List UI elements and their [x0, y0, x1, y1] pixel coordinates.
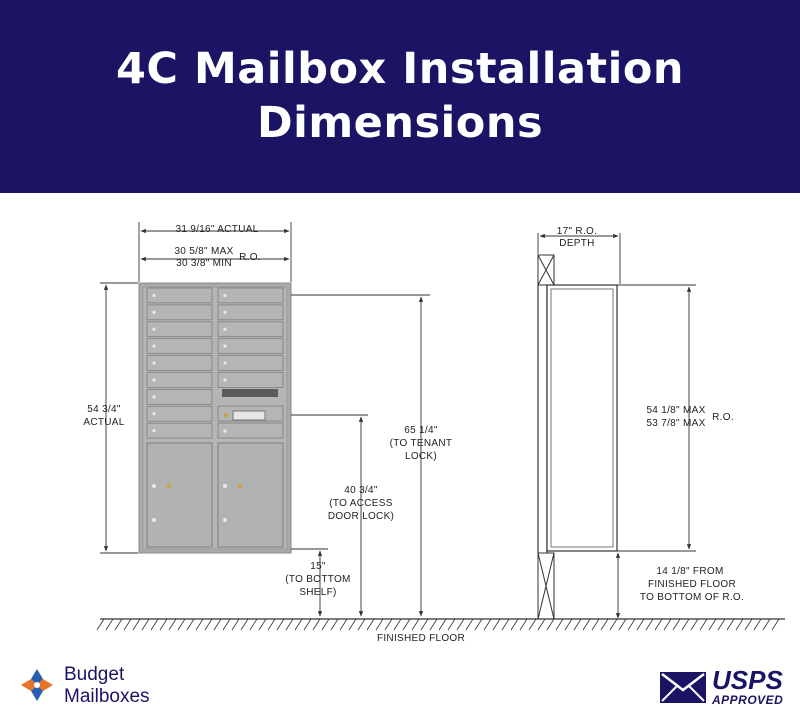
side-view-wall: [537, 254, 618, 620]
mailbox-unit: [138, 282, 292, 554]
usps-wordmark: USPS: [712, 665, 783, 695]
tenant-door: [217, 372, 284, 388]
depth-label-2: DEPTH: [559, 238, 594, 249]
access-door-label-3: DOOR LOCK): [328, 511, 394, 522]
title-line-1: 4C Mailbox Installation: [116, 44, 684, 94]
ro-width-max-label: 30 5/8" MAX: [174, 246, 233, 257]
title-line-2: Dimensions: [256, 98, 544, 148]
logo-text-line-1: Budget: [64, 664, 125, 685]
parcel-locker-right: [217, 442, 284, 548]
bottom-shelf-label-3: SHELF): [299, 587, 336, 598]
finished-floor-label: FINISHED FLOOR: [377, 633, 465, 644]
bottom-shelf-label-2: (TO BOTTOM: [285, 574, 350, 585]
tenant-door: [146, 287, 213, 304]
usps-envelope-icon: [660, 672, 706, 703]
ro-width-min-label: 30 3/8" MIN: [176, 258, 232, 269]
tenant-lock-label: 65 1/4": [404, 425, 438, 436]
floor-to-ro-label: 14 1/8" FROM: [656, 566, 723, 577]
ro-height-max-label: 54 1/8" MAX: [646, 405, 705, 416]
parcel-locker-left: [146, 442, 213, 548]
depth-label: 17" R.O.: [557, 226, 597, 237]
tenant-door: [217, 304, 284, 321]
tenant-door: [217, 287, 284, 304]
tenant-lock-label-3: LOCK): [405, 451, 437, 462]
access-door-lock-plate: [232, 410, 266, 421]
installation-drawing: 31 9/16" ACTUAL 30 5/8" MAX 30 3/8" MIN …: [21, 222, 785, 703]
mailbox-side-body: [546, 284, 618, 552]
ro-width-label: R.O.: [239, 252, 261, 263]
finished-floor: [96, 618, 785, 631]
tenant-door: [146, 422, 213, 439]
title-banner: [0, 0, 800, 193]
parcel-lock-icon: [166, 483, 172, 489]
tenant-doors: [146, 287, 284, 439]
tenant-door: [217, 422, 284, 439]
width-actual-label: 31 9/16" ACTUAL: [175, 224, 258, 235]
tenant-door: [146, 372, 213, 388]
usps-approved-text: APPROVED: [712, 693, 784, 707]
logo-text-line-2: Mailboxes: [64, 686, 150, 707]
tenant-door: [217, 321, 284, 338]
access-door-label: 40 3/4": [344, 485, 378, 496]
tenant-door: [146, 355, 213, 371]
tenant-door: [146, 321, 213, 338]
tenant-door: [146, 338, 213, 355]
ro-height-min-label: 53 7/8" MAX: [646, 418, 705, 429]
access-door-label-2: (TO ACCESS: [329, 498, 392, 509]
budget-mailboxes-logo-icon: [21, 669, 53, 701]
bottom-shelf-label: 15": [310, 561, 326, 572]
tenant-door: [217, 338, 284, 355]
tenant-door: [146, 304, 213, 321]
tenant-door: [146, 405, 213, 422]
floor-to-ro-label-3: TO BOTTOM OF R.O.: [640, 592, 744, 603]
tenant-door: [217, 355, 284, 371]
height-actual-label-2: ACTUAL: [83, 417, 124, 428]
tenant-door: [146, 388, 213, 405]
parcel-lock-icon: [237, 483, 243, 489]
ro-height-label: R.O.: [712, 412, 734, 423]
floor-to-ro-label-2: FINISHED FLOOR: [648, 579, 736, 590]
outgoing-mail-slot: [222, 389, 278, 397]
tenant-lock-label-2: (TO TENANT: [390, 438, 453, 449]
height-actual-label: 54 3/4": [87, 404, 121, 415]
